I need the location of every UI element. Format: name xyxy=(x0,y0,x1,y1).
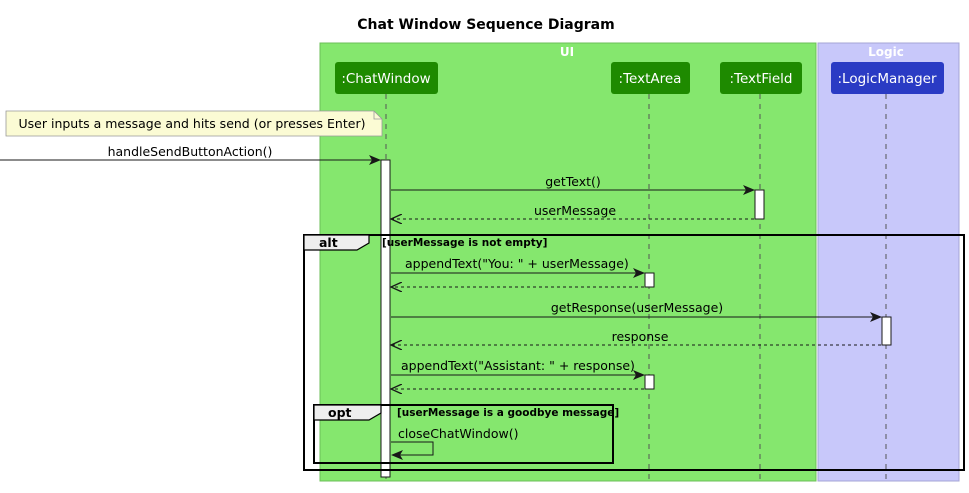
alt-fragment-guard: [userMessage is not empty] xyxy=(382,237,547,249)
activation-text-area-1 xyxy=(644,272,655,288)
message-user-message-label: userMessage xyxy=(534,203,616,218)
participant-logic-manager-label: :LogicManager xyxy=(837,71,936,87)
alt-fragment-tag-box xyxy=(303,234,370,251)
message-append-you-label: appendText("You: " + userMessage) xyxy=(405,256,629,271)
diagram-title: Chat Window Sequence Diagram xyxy=(357,17,614,33)
note-box xyxy=(5,110,383,137)
participant-text-area[interactable] xyxy=(611,62,690,94)
participant-text-field[interactable] xyxy=(720,62,802,94)
note-fold xyxy=(373,111,382,120)
alt-fragment-tag: alt xyxy=(319,235,338,250)
opt-fragment-tag: opt xyxy=(328,405,352,420)
logic-box xyxy=(817,42,960,482)
participant-logic-manager[interactable] xyxy=(831,62,944,94)
message-close-window-label: closeChatWindow() xyxy=(398,426,518,441)
activation-text-area-2 xyxy=(644,374,655,390)
ui-box-label: UI xyxy=(560,45,574,59)
participant-text-area-label: :TextArea xyxy=(619,71,682,87)
participant-text-field-label: :TextField xyxy=(729,71,792,87)
activation-logic-manager xyxy=(881,316,892,346)
message-get-text-label: getText() xyxy=(545,174,601,189)
message-get-response-label: getResponse(userMessage) xyxy=(551,300,723,315)
opt-fragment-tag-box xyxy=(313,404,382,421)
activation-chat-window xyxy=(380,159,391,478)
ui-box xyxy=(319,42,817,482)
alt-fragment xyxy=(303,234,965,471)
activation-text-field xyxy=(754,189,765,220)
message-response-label: response xyxy=(612,329,669,344)
message-close-window-arrow xyxy=(391,441,434,460)
logic-box-label: Logic xyxy=(868,45,904,59)
message-handle-send-label: handleSendButtonAction() xyxy=(108,144,273,159)
message-append-assistant-label: appendText("Assistant: " + response) xyxy=(401,358,635,373)
opt-fragment-guard: [userMessage is a goodbye message] xyxy=(397,407,619,419)
note-text: User inputs a message and hits send (or … xyxy=(19,116,366,131)
participant-chat-window[interactable] xyxy=(335,62,438,94)
opt-fragment xyxy=(313,404,614,464)
participant-chat-window-label: :ChatWindow xyxy=(341,71,430,87)
